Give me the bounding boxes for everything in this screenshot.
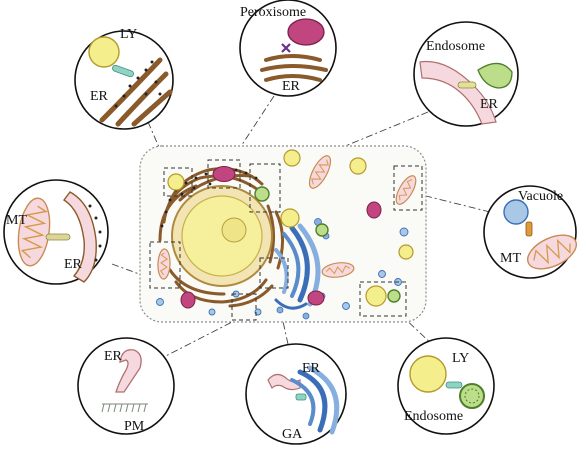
- label-er: ER: [64, 257, 83, 272]
- tether-protein: [295, 393, 307, 401]
- nucleolus: [221, 217, 247, 243]
- tether-protein: [45, 233, 71, 241]
- callout-endo-er-circle: [413, 21, 519, 127]
- endosome-shape: [477, 62, 513, 89]
- leader-er-pm: [157, 319, 237, 361]
- label-mt: MT: [6, 213, 27, 228]
- label-vacuole: Vacuole: [518, 189, 563, 204]
- cell: [139, 145, 427, 323]
- endosomes: [254, 186, 401, 303]
- mitochondria: [157, 155, 417, 280]
- er-tubule-shape: [267, 373, 301, 391]
- er-tubule-shape: [419, 60, 497, 125]
- er-tubule-shape: [115, 349, 142, 393]
- box-er-pm: [231, 293, 257, 321]
- callout-ly-endo: LY Endosome: [397, 337, 495, 435]
- callout-mt-er: MT ER: [3, 179, 109, 285]
- label-ga: GA: [282, 427, 303, 442]
- lysosome-shape: [88, 36, 120, 68]
- label-peroxisome: Peroxisome: [240, 5, 306, 20]
- box-perox-er: [207, 159, 241, 189]
- leader-vac-mt: [417, 193, 491, 213]
- er-tubule-shape: [99, 57, 173, 127]
- box-vac-mt: [393, 165, 423, 211]
- peroxisome-shape: [287, 18, 325, 46]
- endosome-shape: [459, 383, 485, 409]
- box-ly-endo: [359, 281, 407, 317]
- vacuoles: [156, 227, 409, 316]
- label-ly: LY: [120, 27, 137, 42]
- label-er: ER: [282, 79, 301, 94]
- callout-er-pm: ER PM: [77, 337, 175, 435]
- ribosomes: [88, 204, 102, 262]
- plasma-membrane-shape: [101, 403, 148, 413]
- er-network: [158, 167, 284, 308]
- label-mt: MT: [500, 251, 521, 266]
- box-endo-er: [249, 163, 281, 213]
- callout-vac-mt: Vacuole MT: [483, 185, 577, 279]
- vacuole-shape: [503, 199, 529, 225]
- label-ly: LY: [452, 351, 469, 366]
- nucleus: [181, 195, 263, 277]
- tether-protein: [112, 64, 134, 78]
- lysosome-shape: [409, 355, 447, 393]
- tether-protein: [457, 81, 477, 89]
- mitochondrion-shape: [527, 234, 577, 270]
- callout-perox-er: Peroxisome ER: [239, 0, 337, 97]
- ribosomes: [114, 60, 162, 108]
- label-pm: PM: [124, 419, 145, 434]
- label-endosome: Endosome: [404, 409, 463, 424]
- callout-er-ga: ER GA: [245, 343, 347, 445]
- label-er: ER: [302, 361, 321, 376]
- tether-protein: [525, 221, 533, 237]
- callout-ly-er: LY ER: [74, 27, 174, 130]
- tether-protein: [281, 43, 291, 53]
- er-sheets-shape: [260, 54, 328, 82]
- label-er: ER: [480, 97, 499, 112]
- label-er: ER: [90, 89, 109, 104]
- lysosomes: [167, 149, 414, 307]
- label-endosome: Endosome: [426, 39, 485, 54]
- tether-protein: [445, 381, 463, 389]
- er-tubule-shape: [62, 191, 97, 283]
- golgi-apparatus: [274, 223, 321, 310]
- callout-endo-er: Endosome ER: [413, 21, 519, 127]
- label-er: ER: [104, 349, 123, 364]
- box-er-ga: [259, 257, 289, 289]
- contact-site-boxes: [149, 159, 423, 321]
- box-mt-er: [149, 241, 181, 289]
- box-ly-er: [163, 167, 193, 197]
- golgi-stack-shape: [290, 365, 340, 435]
- peroxisomes: [180, 166, 382, 309]
